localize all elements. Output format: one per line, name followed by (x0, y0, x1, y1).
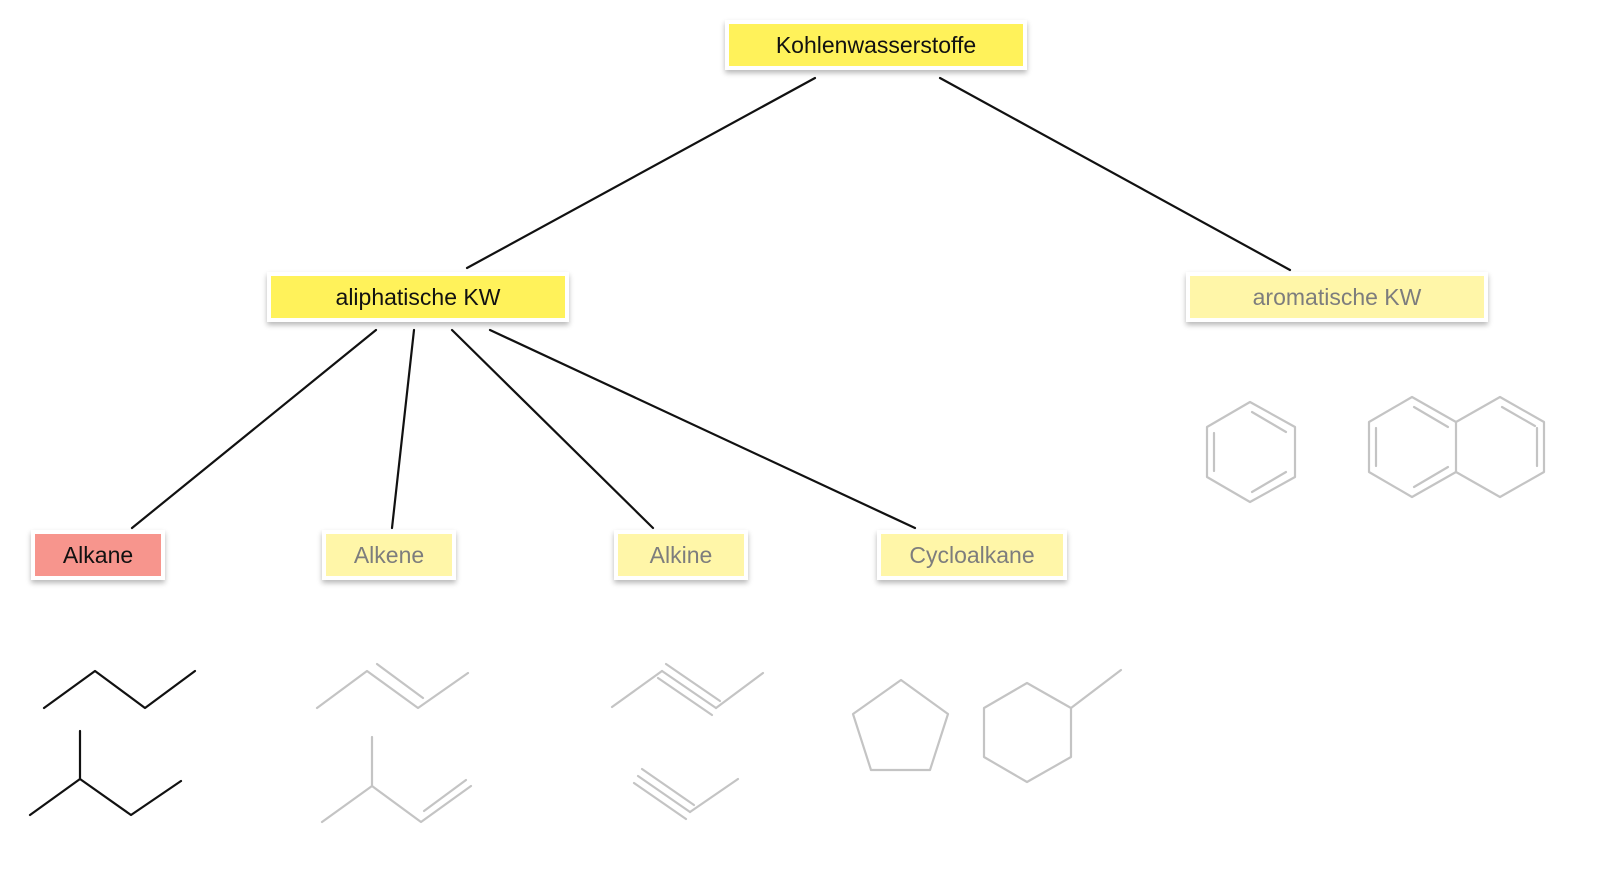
connector-aliphatic-cycloalkane (488, 328, 917, 530)
connector-aliphatic-alkine (450, 328, 655, 530)
node-cycloalkane: Cycloalkane (877, 530, 1067, 580)
node-label: aliphatische KW (335, 283, 501, 310)
node-aliphatische-kw: aliphatische KW (267, 272, 569, 322)
alkine-structures (610, 662, 765, 821)
alkane-structures (28, 669, 197, 817)
butane-skeleton (42, 669, 197, 710)
node-alkene: Alkene (322, 530, 456, 580)
node-label: Alkine (649, 541, 713, 568)
node-alkane: Alkane (31, 530, 165, 580)
connector-aliphatic-alkane (130, 328, 378, 530)
node-label: Cycloalkane (909, 541, 1035, 568)
node-label: Kohlenwasserstoffe (775, 31, 977, 58)
connector-root-aromatic (938, 76, 1292, 272)
2-butene-skeleton (315, 662, 470, 710)
3-methyl-1-butene-skeleton (320, 735, 473, 824)
connector-aliphatic-alkene (390, 328, 416, 530)
cycloalkane-structures (851, 668, 1123, 784)
node-label: Alkene (353, 541, 425, 568)
cyclopentane-skeleton (851, 678, 950, 772)
propyne-skeleton (632, 767, 740, 821)
methylcyclohexane-skeleton (982, 668, 1123, 784)
node-kohlenwasserstoffe: Kohlenwasserstoffe (725, 20, 1027, 70)
2-butyne-skeleton (610, 662, 765, 717)
isopentane-skeleton (28, 729, 183, 817)
connector-root-aliphatic (465, 76, 817, 270)
node-label: Alkane (62, 541, 134, 568)
naphthalene-skeleton (1367, 395, 1546, 499)
tree-connectors (130, 76, 1292, 530)
aromatic-structures (1205, 395, 1546, 504)
alkene-structures (315, 662, 473, 824)
node-label: aromatische KW (1252, 283, 1422, 310)
benzene-skeleton (1205, 400, 1297, 504)
node-aromatische-kw: aromatische KW (1186, 272, 1488, 322)
node-alkine: Alkine (614, 530, 748, 580)
